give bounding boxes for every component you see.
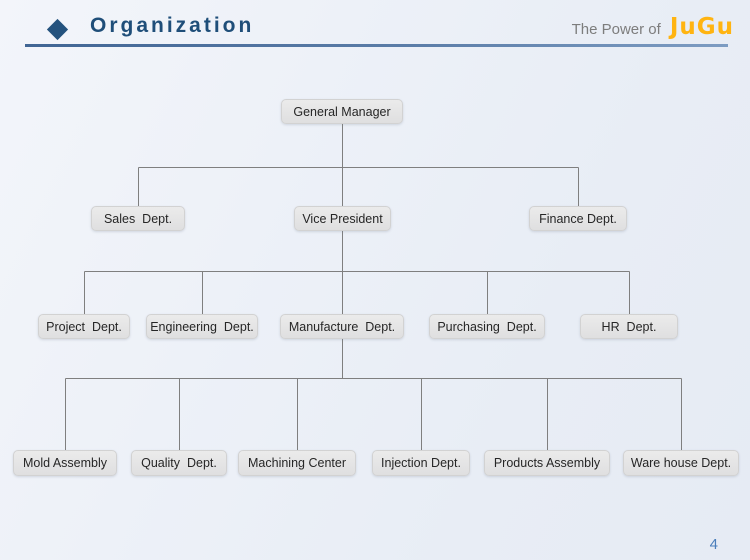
org-node-ware-house-dept: Ware house Dept. (623, 450, 739, 476)
org-node-hr-dept: HR Dept. (580, 314, 678, 339)
org-node-general-manager: General Manager (281, 99, 403, 124)
org-node-engineering-dept: Engineering Dept. (146, 314, 258, 339)
org-node-mold-assembly: Mold Assembly (13, 450, 117, 476)
org-node-injection-dept: Injection Dept. (372, 450, 470, 476)
org-node-purchasing-dept: Purchasing Dept. (429, 314, 545, 339)
org-node-machining-center: Machining Center (238, 450, 356, 476)
org-node-manufacture-dept: Manufacture Dept. (280, 314, 404, 339)
org-node-quality-dept: Quality Dept. (131, 450, 227, 476)
brand-tagline: The Power of (571, 21, 661, 38)
brand-line: The Power of JuGu (572, 14, 734, 40)
brand-logo: JuGu (669, 14, 734, 40)
page-number: 4 (709, 536, 718, 553)
header-divider (25, 44, 728, 47)
page-title: Organization (90, 14, 255, 37)
org-node-project-dept: Project Dept. (38, 314, 130, 339)
org-node-vice-president: Vice President (294, 206, 391, 231)
org-node-products-assembly: Products Assembly (484, 450, 610, 476)
org-node-finance-dept: Finance Dept. (529, 206, 627, 231)
org-node-sales-dept: Sales Dept. (91, 206, 185, 231)
